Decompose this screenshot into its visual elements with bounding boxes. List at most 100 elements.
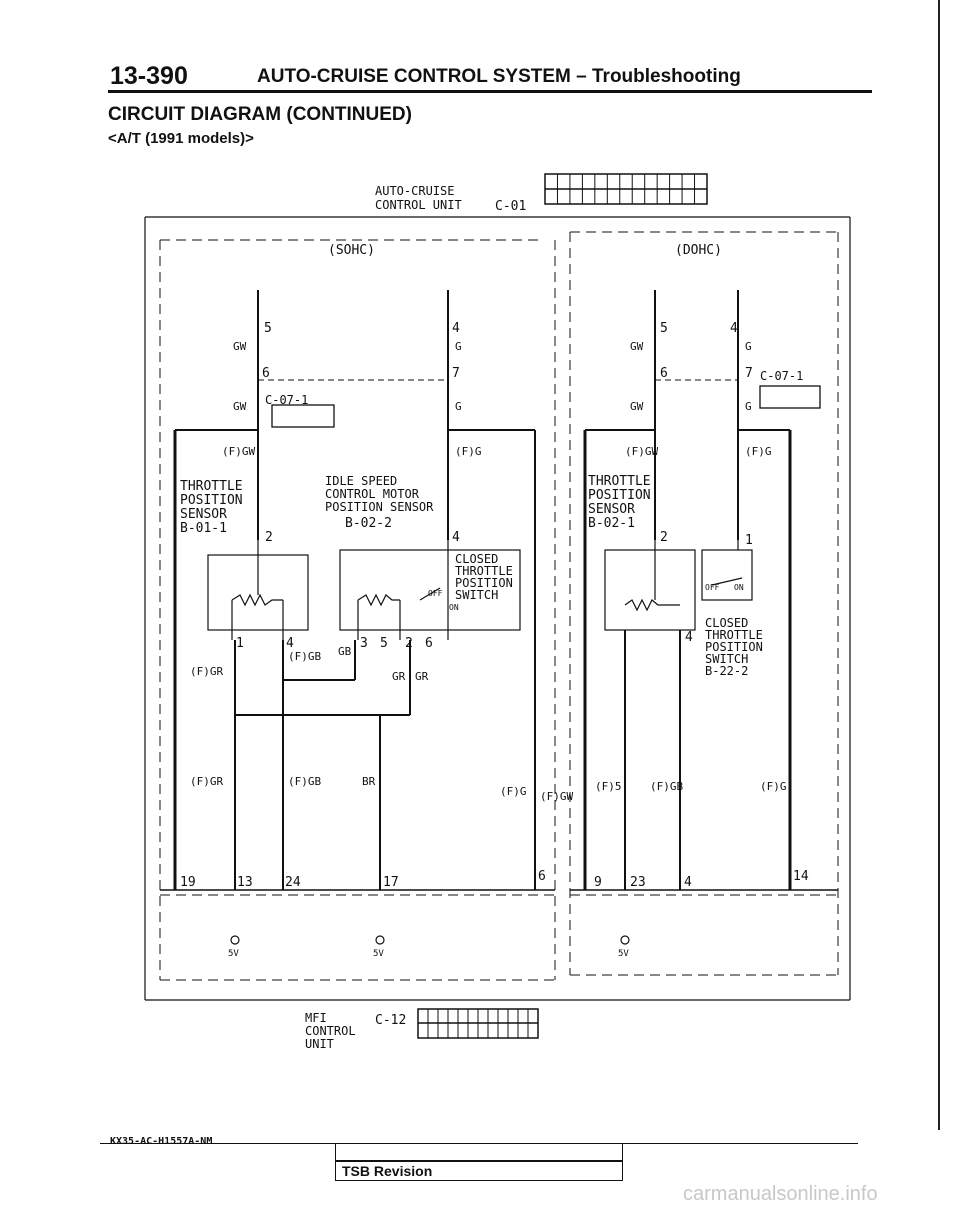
right-wiring [570,290,838,891]
pin-tr-7: 7 [745,366,753,381]
pin-tr-2: 2 [660,530,668,545]
isc-left-l3: POSITION SENSOR [325,500,434,514]
bottom-unit-connector-icon [417,1008,539,1039]
wire-fg-left: (F)G [455,445,482,458]
pin-tl-4b: 4 [452,530,460,545]
pin-tr-6: 6 [660,366,668,381]
top-unit-connector-code: C-01 [495,199,526,214]
wire-fgb-1: (F)GB [288,650,321,663]
bottom-unit-name-2: CONTROL [305,1024,356,1038]
wire-gw-2: GW [233,400,247,413]
tsb-label: TSB Revision [342,1163,433,1179]
footer-rule [100,1143,858,1144]
top-unit-name-2: CONTROL UNIT [375,198,462,212]
pin-tr-1: 1 [745,533,753,548]
wire-fgr-1: (F)GR [190,665,223,678]
ctps-right-l1: CLOSED [705,616,748,630]
page-number: 13-390 [110,62,188,90]
five-volt-mid: 5V [373,949,384,959]
ctps-right-l3: POSITION [705,640,763,654]
pin-tr-5: 5 [660,321,668,336]
wire-gw-r1: GW [630,340,644,353]
wire-gr-1: GR [392,670,406,683]
isc-left-l1: IDLE SPEED [325,474,397,488]
wire-g-1: G [455,340,462,353]
pin-tl-3: 3 [360,636,368,651]
ctps-left-l3: POSITION [455,576,513,590]
pin-tl-2: 2 [265,530,273,545]
tps-left-code: B-01-1 [180,521,227,536]
ctps-left-l2: THROTTLE [455,564,513,578]
dohc-label: (DOHC) [675,243,722,258]
wire-fgr-2: (F)GR [190,775,223,788]
ctps-right-code: B-22-2 [705,664,748,678]
pin-tr-4: 4 [730,321,738,336]
tps-left-box [207,540,309,640]
bottom-unit-connector-code: C-12 [375,1013,406,1028]
five-volt-symbols [230,935,630,945]
margin-rule [938,0,940,1130]
pin-br-4: 4 [684,875,692,890]
wire-br: BR [362,775,376,788]
pin-tl-5: 5 [264,321,272,336]
pin-br-23: 23 [630,875,646,890]
watermark: carmanualsonline.info [683,1183,878,1205]
wire-gr-2: GR [415,670,429,683]
tps-right-l3: SENSOR [588,502,635,517]
pin-bl-17: 17 [383,875,399,890]
tps-right-l1: THROTTLE [588,474,651,489]
wire-f5: (F)5 [595,780,622,793]
unit-frame [144,216,851,1001]
wire-gw-r2: GW [630,400,644,413]
wire-gw-1: GW [233,340,247,353]
ctps-left-l4: SWITCH [455,588,498,602]
tps-left-l3: SENSOR [180,507,227,522]
wire-g-r1: G [745,340,752,353]
pin-tl-6: 6 [262,366,270,381]
wire-fgw-right: (F)GW [625,445,658,458]
wire-fgb-r: (F)GB [650,780,683,793]
wire-fgb-2: (F)GB [288,775,321,788]
pin-tl-6b: 6 [425,636,433,651]
dohc-frame [569,231,839,976]
section-subtitle: <A/T (1991 models)> [108,130,254,147]
page-header-title: AUTO-CRUISE CONTROL SYSTEM – Troubleshoo… [257,66,741,87]
left-joint-connector: C-07-1 [265,393,308,407]
tsb-box: TSB Revision [335,1143,623,1181]
pin-tl-4: 4 [452,321,460,336]
wire-fg-right: (F)G [745,445,772,458]
figure-code: KX35-AC-H1557A-NM [110,1136,213,1147]
isc-left-code: B-02-2 [345,516,392,531]
wire-g-2: G [455,400,462,413]
wire-gb-1: GB [338,645,352,658]
ctps-right-box [701,540,753,601]
pin-tl-5b: 5 [380,636,388,651]
tps-left-l1: THROTTLE [180,479,243,494]
pin-tl-1: 1 [236,636,244,651]
ctps-left-on: ON [449,603,459,612]
sohc-label: (SOHC) [328,243,375,258]
wire-fg-left-2: (F)G [500,785,527,798]
pin-tl-2b: 2 [405,636,413,651]
tps-right-box [604,540,696,631]
right-joint-icon [759,385,821,409]
ctps-right-l2: THROTTLE [705,628,763,642]
top-unit-connector-icon [544,173,708,205]
pin-bl-24: 24 [285,875,301,890]
ctps-right-off: OFF [705,583,720,592]
pin-bl-6: 6 [538,869,546,884]
wire-fgw-left: (F)GW [222,445,255,458]
wire-g-r2: G [745,400,752,413]
pin-tl-7: 7 [452,366,460,381]
pin-tr-4b: 4 [685,630,693,645]
isc-left-box [339,540,521,640]
pin-bl-19: 19 [180,875,196,890]
ctps-right-on: ON [734,583,744,592]
tps-left-l2: POSITION [180,493,243,508]
left-wiring [160,290,555,891]
left-joint-icon [271,404,335,428]
wire-fgw-mid: (F)GW [540,790,573,803]
pin-br-14: 14 [793,869,809,884]
sohc-frame [159,239,556,981]
